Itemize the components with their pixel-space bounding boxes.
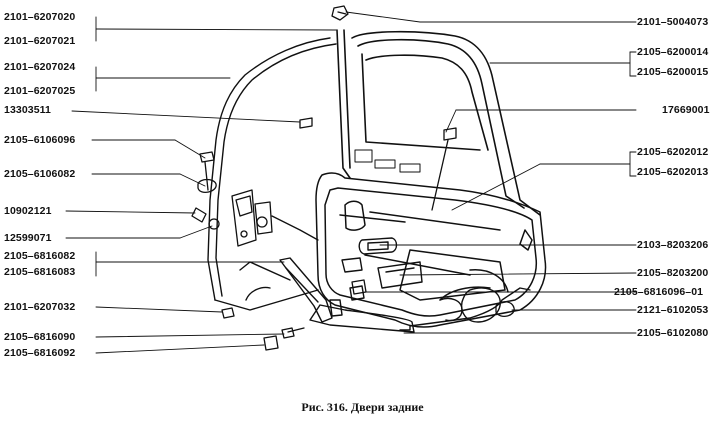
exterior-seal [207,37,337,311]
part-label: 2105–6816090 [4,331,76,343]
part-label: 2105–6816096–01 [614,286,704,298]
part-label: 12599071 [4,232,52,244]
part-label: 2105–6102080 [637,327,709,339]
small-parts [191,117,515,351]
part-label: 2101–5004073 [637,16,709,28]
part-label: 2105–6816082 [4,250,76,262]
part-label: 2105–6816092 [4,347,76,359]
part-label: 2105–6106096 [4,134,76,146]
part-label: 2101–6207020 [4,11,76,23]
part-label: 2105–6202013 [637,166,709,178]
part-label: 2101–6207024 [4,61,76,73]
part-label: 2105–6200015 [637,66,709,78]
part-label: 2101–6207032 [4,301,76,313]
top-clip [331,5,349,21]
part-label: 2105–6106082 [4,168,76,180]
part-label: 2105–6202012 [637,146,709,158]
part-label: 13303511 [4,104,51,116]
door-window-frame [336,29,541,216]
part-label: 2105–6200014 [637,46,709,58]
part-label: 2121–6102053 [637,304,709,316]
part-label: 2105–8203200 [637,267,709,279]
figure-caption: Рис. 316. Двери задние [301,400,424,414]
part-label: 2101–6207025 [4,85,76,97]
part-label: 2101–6207021 [4,35,76,47]
part-label: 2103–8203206 [637,239,709,251]
part-label: 17669001 [662,104,710,116]
door-seal [399,287,531,331]
part-label: 10902121 [4,205,52,217]
door-lock [231,189,319,247]
leader-lines [65,11,637,354]
inside-handle [358,237,398,255]
window-winder-handle [341,257,423,289]
window-rails [354,149,421,173]
part-label: 2105–6816083 [4,266,76,278]
